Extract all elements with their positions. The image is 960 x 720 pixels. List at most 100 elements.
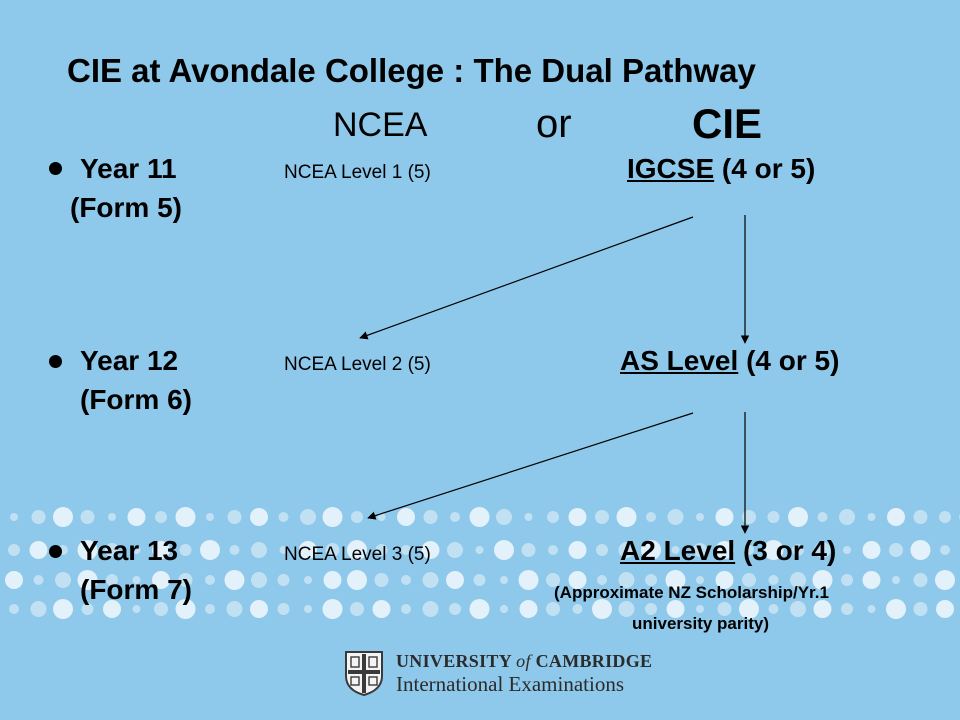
cie-a2-level-detail: (3 or 4) (742, 535, 837, 566)
background-dot (910, 540, 931, 560)
background-dot (103, 600, 121, 618)
background-dot (592, 599, 612, 619)
background-dot (205, 604, 215, 614)
background-dot (377, 513, 386, 521)
background-dot (227, 510, 242, 524)
background-dot (450, 512, 460, 522)
background-dot (936, 600, 954, 618)
background-dot (546, 602, 560, 616)
background-dot (665, 570, 686, 590)
background-dot (347, 540, 367, 560)
background-dot (739, 599, 759, 619)
background-dot (862, 541, 881, 559)
background-dot (152, 541, 170, 559)
background-dot (347, 570, 367, 590)
background-dot (618, 601, 635, 617)
background-dot (154, 602, 168, 616)
cie-igcse-detail: (4 or 5) (721, 153, 816, 184)
arrow-igcse-to-ncea-level-2 (359, 216, 694, 340)
background-dot (205, 575, 215, 585)
background-dot (224, 570, 245, 590)
column-header-or: or (536, 102, 572, 146)
background-dot (33, 575, 44, 585)
background-dot (518, 570, 539, 590)
background-dot (229, 545, 240, 555)
background-dot (568, 541, 587, 559)
background-dot (572, 604, 583, 614)
background-dot (372, 600, 391, 618)
background-dot (618, 542, 635, 558)
bullet-icon (49, 545, 62, 558)
background-dot (568, 571, 587, 589)
background-dot (645, 603, 657, 615)
background-dot (839, 509, 855, 525)
background-dot (616, 507, 637, 527)
background-dot (132, 605, 141, 613)
background-dot (696, 605, 704, 613)
background-dot (106, 574, 118, 586)
background-dot (618, 572, 635, 588)
background-dot (887, 508, 905, 526)
background-dot (374, 573, 389, 587)
background-dot (80, 510, 95, 524)
background-dot (250, 508, 268, 526)
background-dot (152, 571, 170, 589)
background-dot (548, 545, 558, 555)
background-dot (843, 546, 851, 554)
background-dot (323, 571, 342, 589)
university-name: UNIVERSITY of CAMBRIDGE (396, 651, 652, 672)
background-dot (30, 601, 47, 617)
background-dot (5, 571, 23, 589)
row-form-6: (Form 6) (80, 384, 192, 415)
background-dot (250, 600, 268, 618)
background-dot (226, 601, 243, 617)
background-dot (500, 605, 508, 613)
background-dot (742, 573, 756, 587)
background-dot (29, 541, 48, 559)
background-dot (401, 604, 411, 614)
row-form-5: (Form 5) (70, 192, 182, 223)
background-dot (715, 541, 734, 559)
background-dot (814, 542, 831, 558)
bullet-icon (49, 162, 62, 175)
background-dot (817, 512, 828, 522)
background-dot (175, 507, 196, 527)
background-dot (940, 545, 950, 555)
background-dot (597, 575, 607, 585)
background-dot (127, 508, 146, 526)
background-dot (645, 574, 657, 586)
background-dot (889, 543, 903, 557)
background-dot (475, 546, 484, 554)
bullet-icon (49, 355, 62, 368)
background-dot (77, 540, 98, 560)
background-dot (325, 543, 340, 557)
background-dot (841, 574, 853, 586)
cie-as-level-name: AS Level (620, 345, 739, 376)
background-dot (715, 508, 734, 526)
background-dot (423, 510, 438, 524)
cie-as-level: AS Level (4 or 5) (620, 345, 839, 377)
background-dot (397, 508, 415, 526)
column-header-cie: CIE (692, 100, 763, 147)
row-year-11: Year 11 (80, 153, 177, 184)
background-dot (841, 603, 853, 615)
background-dot (351, 511, 363, 523)
background-dot (768, 575, 779, 585)
background-dot (53, 507, 73, 527)
background-dot-pattern (5, 507, 960, 619)
background-dot (251, 572, 267, 588)
background-dot (646, 512, 656, 522)
background-dot (500, 576, 508, 584)
background-dot (790, 572, 806, 588)
background-dot (913, 602, 928, 616)
background-dot (278, 512, 289, 522)
row-year-13: Year 13 (80, 535, 179, 566)
examinations-name: International Examinations (396, 672, 625, 696)
background-dot (175, 599, 196, 619)
background-dot (446, 571, 464, 589)
background-dot (568, 508, 587, 526)
background-dot (81, 603, 94, 615)
background-dot (519, 600, 538, 618)
background-dot (469, 599, 490, 619)
